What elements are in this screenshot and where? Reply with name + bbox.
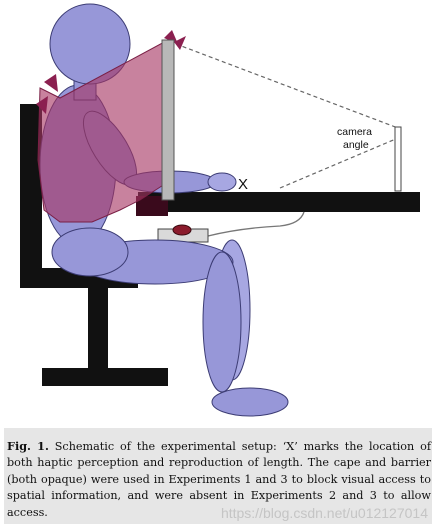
camera-sightline-top (175, 43, 399, 129)
device-cable (207, 211, 305, 237)
cape-tie-left (44, 74, 58, 92)
chair-post (88, 282, 108, 382)
opaque-barrier (161, 39, 175, 201)
hand (207, 172, 237, 192)
table (136, 192, 420, 216)
opaque-cape (37, 39, 169, 223)
setup-schematic: camera angle (20, 3, 420, 417)
calf (202, 251, 242, 393)
device-button (172, 224, 192, 236)
figure-caption: Fig. 1. Schematic of the experimental se… (7, 438, 431, 521)
watermark: https://blog.csdn.net/u012127014 (220, 505, 428, 521)
hip (51, 227, 129, 277)
caption-label: Fig. 1. (7, 439, 49, 453)
foot (211, 387, 289, 417)
response-device (157, 211, 305, 243)
table-edge (136, 196, 168, 216)
experimental-setup-figure: camera angle (20, 3, 420, 417)
camera-sightline-bottom (279, 137, 399, 189)
chair-base (42, 368, 168, 386)
caption-background (4, 428, 432, 524)
cape-tie-top-2 (174, 36, 186, 50)
caption-text: Schematic of the experimental setup: ‘X’… (7, 440, 432, 519)
chair-backrest (20, 104, 42, 280)
table-top (138, 192, 420, 212)
camera-post (394, 126, 402, 192)
camera-label-line2: angle (343, 139, 369, 151)
camera-label-line1: camera (337, 126, 372, 138)
x-marker: X (238, 176, 248, 193)
cape-tie-lower (36, 96, 48, 114)
